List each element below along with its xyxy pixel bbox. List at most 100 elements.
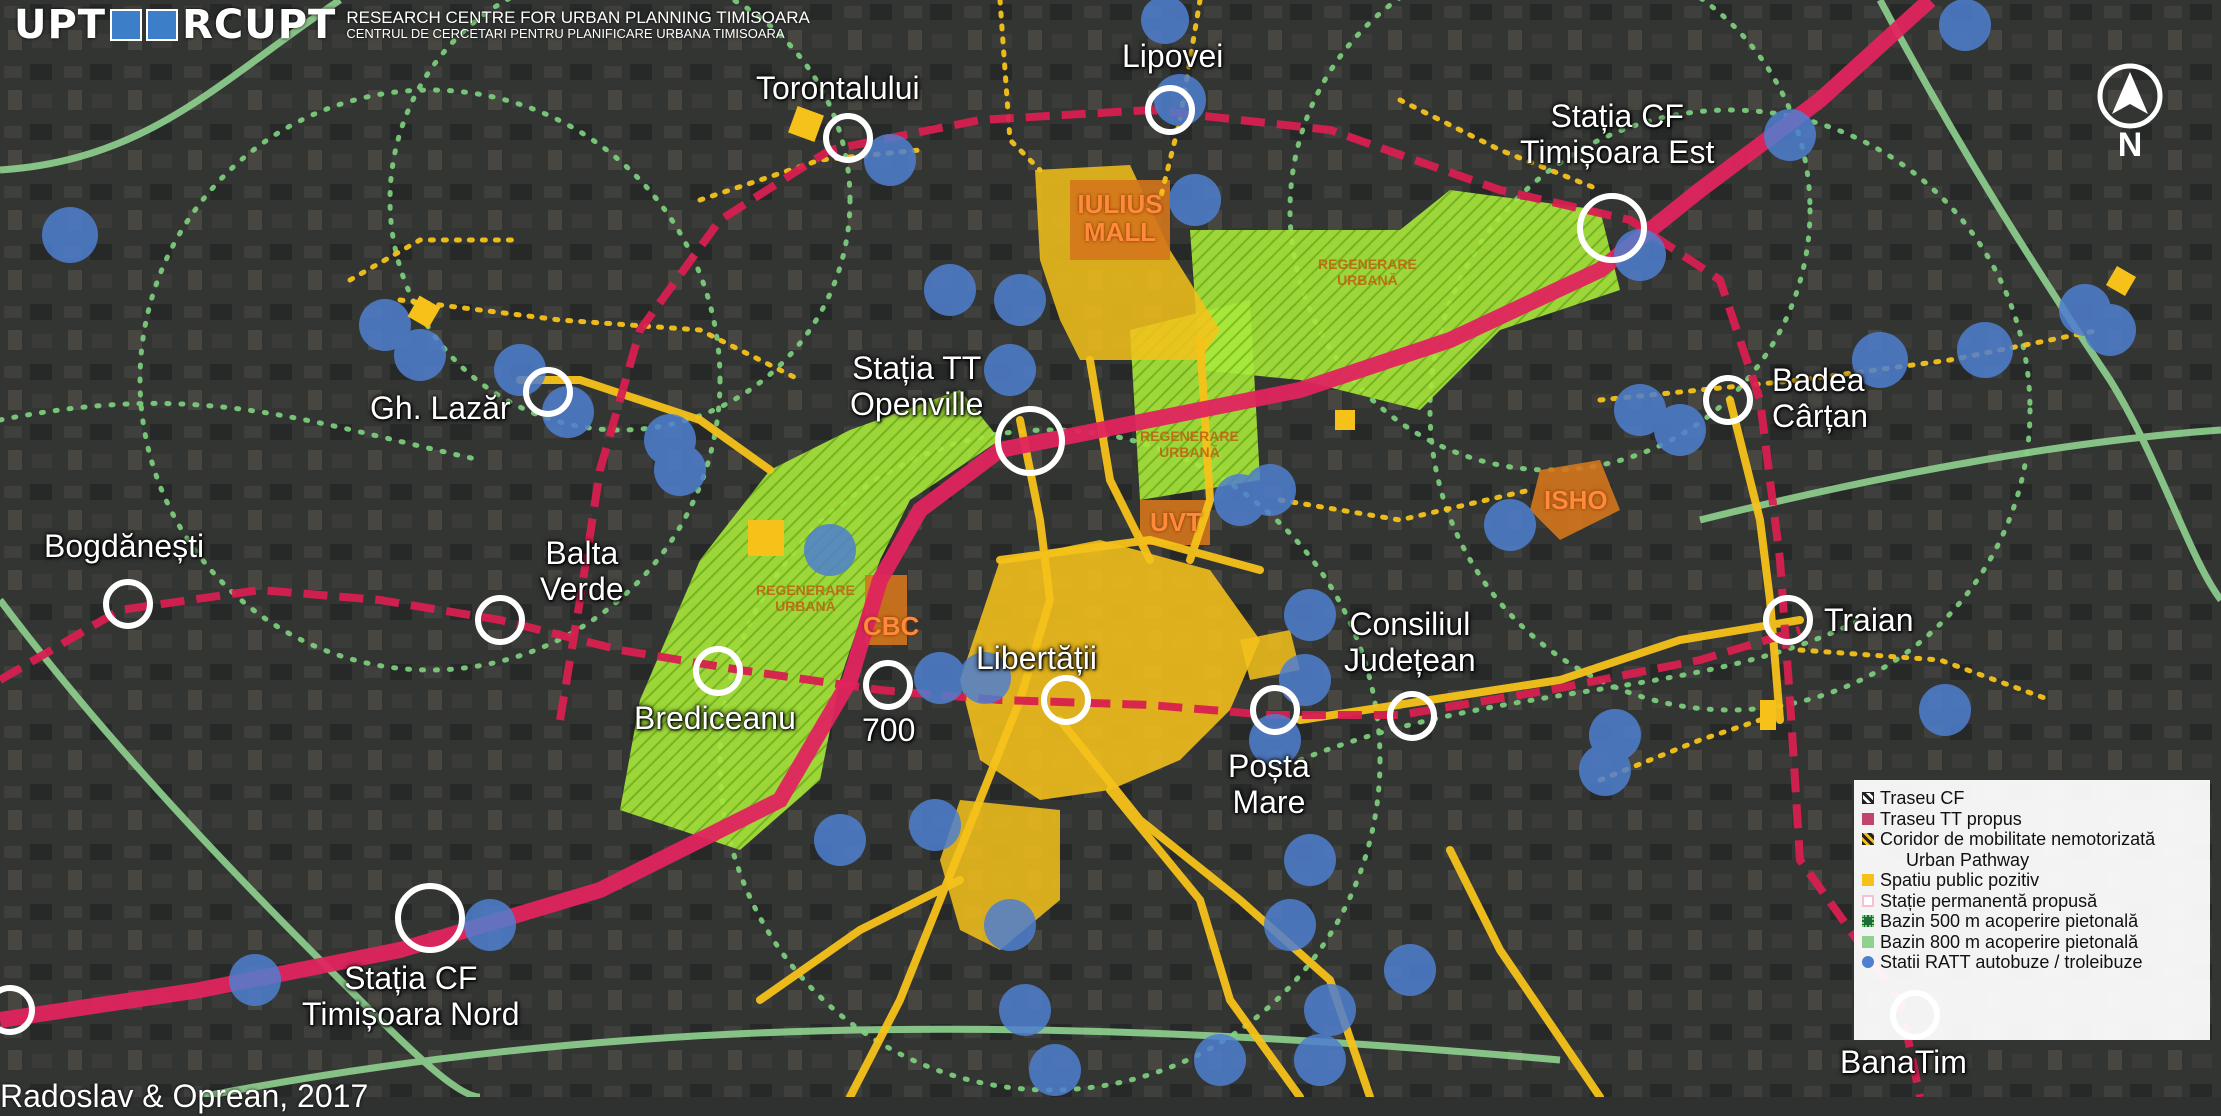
legend-item: Bazin 800 m acoperire pietonală	[1862, 932, 2204, 953]
station-balta-verde	[475, 595, 525, 645]
bus-stop	[814, 814, 866, 866]
station-traian	[1763, 595, 1813, 645]
bus-stop	[494, 344, 546, 396]
north-arrow-icon: N	[2097, 63, 2163, 160]
bus-stop	[654, 444, 706, 496]
bus-stop	[1957, 322, 2013, 378]
bus-stop	[1484, 499, 1536, 551]
logo: UPT RCUPT	[14, 2, 336, 48]
bus-stop	[1939, 0, 1991, 51]
public-space	[748, 520, 784, 556]
bus-stop	[1284, 834, 1336, 886]
bus-stop	[1589, 709, 1641, 761]
bus-stop	[464, 899, 516, 951]
bus-stop	[1279, 654, 1331, 706]
label-statia-cf-est: Stația CF Timișoara Est	[1520, 98, 1715, 170]
label-balta-verde: Balta Verde	[540, 535, 624, 607]
bus-stops	[42, 0, 2136, 1096]
station-openville	[995, 406, 1065, 476]
bus-stop	[1294, 1034, 1346, 1086]
label-700: 700	[862, 712, 916, 748]
poi-label-cbc: CBC	[863, 611, 920, 641]
regen-zone-west	[620, 390, 1000, 850]
bus-stop	[1304, 984, 1356, 1036]
label-banatim: BanaTim	[1840, 1044, 1967, 1080]
station-cf-est	[1577, 193, 1647, 263]
legend-item: Traseu TT propus	[1862, 809, 2204, 830]
bus-stop	[1154, 74, 1206, 126]
label-statia-cf-nord: Stația CF Timișoara Nord	[302, 960, 520, 1032]
public-space	[1335, 410, 1355, 430]
bus-stop	[1029, 1044, 1081, 1096]
bus-stop	[1764, 109, 1816, 161]
station-badea-cartan	[1703, 375, 1753, 425]
rail-lines	[0, 105, 1924, 1097]
legend-label: Stație permanentă propusă	[1880, 890, 2098, 911]
bus-stop	[2084, 304, 2136, 356]
legend-item: Urban Pathway	[1862, 850, 2204, 871]
core-centre	[960, 540, 1260, 800]
bus-stop	[1614, 229, 1666, 281]
legend-label: Bazin 500 m acoperire pietonală	[1880, 911, 2139, 932]
bus-stop	[1194, 1034, 1246, 1086]
bus-stop	[1169, 174, 1221, 226]
bus-stop	[1264, 899, 1316, 951]
logo-left: UPT	[14, 2, 107, 48]
station-consiliul	[1387, 691, 1437, 741]
bus-stop	[394, 329, 446, 381]
poi-isho-block	[1530, 460, 1620, 540]
legend-swatch-icon	[1862, 854, 1874, 866]
bus-stop	[1244, 464, 1296, 516]
legend-swatch-icon	[1862, 792, 1874, 805]
legend-label: Traseu TT propus	[1880, 808, 2022, 829]
mobility-corridors	[516, 336, 1804, 1097]
subtitle-en: RESEARCH CENTRE FOR URBAN PLANNING TIMIS…	[346, 8, 810, 27]
zone-label-regen-west: REGENERARE URBANĂ	[756, 582, 855, 614]
logo-square-icon	[110, 9, 143, 41]
label-consiliul-judetean: Consiliul Județean	[1344, 606, 1476, 678]
legend-label: Statii RATT autobuze / troleibuze	[1880, 952, 2143, 973]
public-space	[1760, 700, 1776, 730]
legend-swatch-icon	[1862, 956, 1874, 969]
legend-label: Bazin 800 m acoperire pietonală	[1880, 931, 2139, 952]
bus-stop	[914, 652, 966, 704]
legend-label: Urban Pathway	[1906, 849, 2030, 870]
zone-label-regen-center: REGENERARE URBANĂ	[1140, 428, 1239, 460]
public-space	[407, 295, 441, 329]
bus-stop	[1284, 589, 1336, 641]
station-bogdanesti	[103, 579, 153, 629]
legend-item: Spatiu public pozitiv	[1862, 870, 2204, 891]
label-gh-lazar: Gh. Lazăr	[370, 390, 511, 426]
legend-swatch-icon	[1862, 833, 1874, 846]
legend-swatch-icon	[1862, 915, 1874, 928]
station-brediceanu	[693, 646, 743, 696]
station-lipovei	[1145, 85, 1195, 135]
bus-stop	[959, 652, 1011, 704]
bus-stop	[804, 524, 856, 576]
label-brediceanu: Brediceanu	[634, 700, 796, 736]
bus-stop	[1141, 0, 1189, 44]
legend-swatch-icon	[1862, 812, 1874, 825]
label-badea-cartan: Badea Cârțan	[1772, 362, 1869, 434]
logo-right: RCUPT	[182, 2, 337, 48]
zone-label-regen-northeast: REGENERARE URBANĂ	[1318, 256, 1417, 288]
label-libertatii: Libertății	[976, 640, 1097, 676]
public-space	[2105, 265, 2137, 297]
legend-swatch-icon	[1862, 894, 1874, 907]
bus-stop	[1384, 944, 1436, 996]
bus-stop	[229, 954, 281, 1006]
public-space	[788, 106, 824, 142]
header-subtitle: RESEARCH CENTRE FOR URBAN PLANNING TIMIS…	[346, 9, 809, 41]
bus-stop	[984, 899, 1036, 951]
bus-stop	[994, 274, 1046, 326]
logo-square-icon	[146, 9, 179, 41]
legend-label: Spatiu public pozitiv	[1880, 870, 2040, 891]
bus-stop	[999, 984, 1051, 1036]
poi-label-iulius: IULIUS MALL	[1077, 189, 1163, 247]
station-gh-lazar	[523, 367, 573, 417]
legend-label: Traseu CF	[1880, 788, 1965, 809]
label-statia-tt: Stația TT Openville	[850, 350, 984, 422]
station-cf-nord	[395, 883, 465, 953]
legend-item: Stație permanentă propusă	[1862, 891, 2204, 912]
bus-stop	[1919, 684, 1971, 736]
